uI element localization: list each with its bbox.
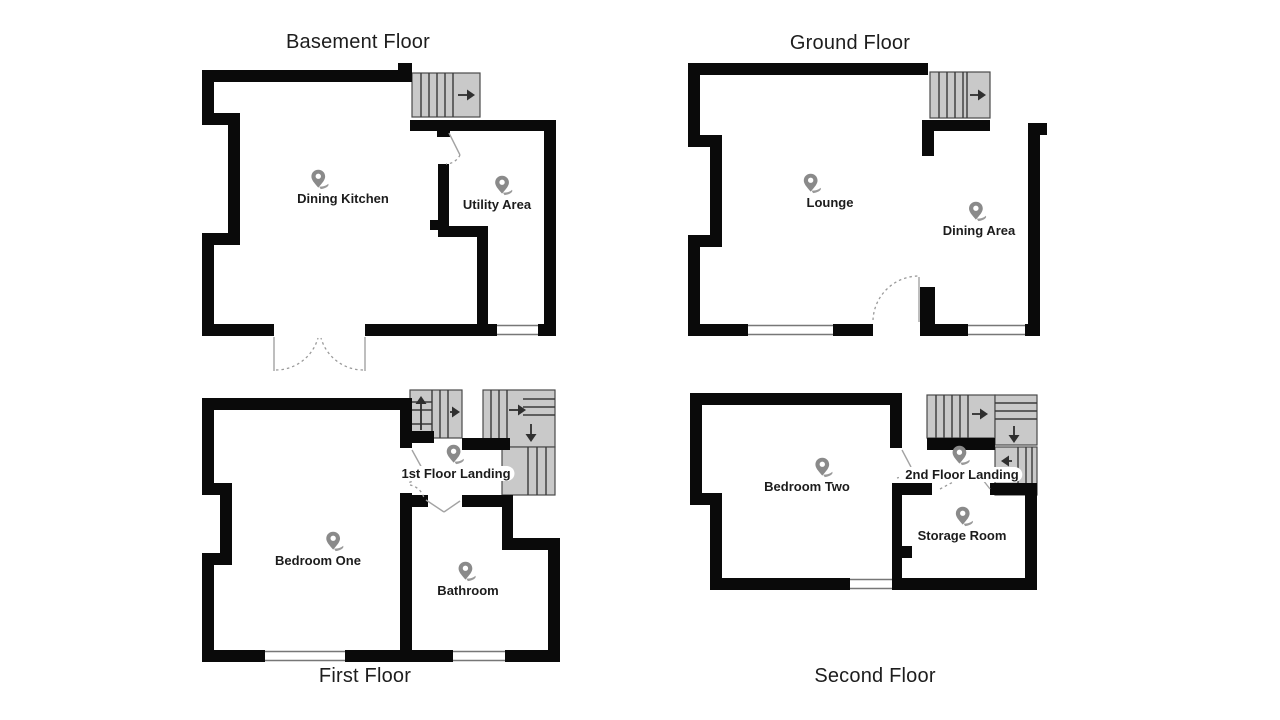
room-label-bedroom-two: Bedroom Two bbox=[764, 457, 850, 494]
ground-stairs bbox=[929, 71, 991, 119]
stair-direction-arrow-icon bbox=[970, 89, 986, 101]
location-pin-icon bbox=[969, 201, 987, 222]
room-name: 1st Floor Landing bbox=[397, 466, 515, 481]
floor-title-second: Second Floor bbox=[814, 665, 936, 687]
first-floor-windows bbox=[265, 650, 505, 662]
stair-direction-arrow-icon bbox=[972, 408, 988, 420]
ground-windows bbox=[748, 324, 1025, 336]
basement-floor-plan bbox=[202, 63, 556, 371]
stair-direction-arrow-icon bbox=[1008, 426, 1020, 443]
location-pin-icon bbox=[815, 457, 833, 478]
basement-stairs bbox=[411, 72, 481, 118]
room-name: Bedroom Two bbox=[764, 479, 850, 494]
room-name: 2nd Floor Landing bbox=[901, 467, 1023, 482]
first-floor-stairs bbox=[409, 389, 556, 496]
ground-walls bbox=[688, 63, 1047, 336]
basement-doors bbox=[273, 132, 461, 371]
ground-doors bbox=[872, 275, 920, 322]
second-floor-walls bbox=[690, 393, 1037, 590]
location-pin-icon bbox=[311, 169, 329, 190]
first-floor-walls bbox=[202, 398, 560, 662]
second-floor-window bbox=[850, 578, 892, 590]
room-label-utility-area: Utility Area bbox=[463, 175, 531, 212]
room-label-bedroom-one: Bedroom One bbox=[275, 531, 361, 568]
location-pin-icon bbox=[458, 561, 476, 582]
location-pin-icon bbox=[952, 445, 970, 466]
basement-walls bbox=[202, 63, 556, 336]
room-name: Lounge bbox=[806, 195, 854, 210]
location-pin-icon bbox=[326, 531, 344, 552]
room-name: Bathroom bbox=[437, 583, 499, 598]
room-label-second-floor-landing: 2nd Floor Landing bbox=[901, 445, 1023, 482]
room-name: Dining Area bbox=[942, 223, 1016, 238]
first-floor-plan bbox=[202, 389, 560, 662]
location-pin-icon bbox=[804, 173, 822, 194]
room-label-first-floor-landing: 1st Floor Landing bbox=[397, 444, 515, 481]
basement-window bbox=[497, 324, 538, 336]
room-label-dining-area: Dining Area bbox=[943, 201, 1015, 238]
location-pin-icon bbox=[956, 506, 974, 527]
room-label-dining-kitchen: Dining Kitchen bbox=[297, 169, 389, 206]
room-name: Utility Area bbox=[462, 197, 532, 212]
stair-direction-arrow-icon bbox=[509, 404, 526, 416]
stair-direction-arrow-icon bbox=[415, 396, 427, 430]
second-floor-plan bbox=[690, 393, 1038, 590]
floor-title-basement: Basement Floor bbox=[286, 31, 430, 53]
room-label-storage-room: Storage Room bbox=[917, 506, 1007, 543]
room-label-lounge: Lounge bbox=[804, 173, 854, 210]
room-label-bathroom: Bathroom bbox=[437, 561, 499, 598]
stair-direction-arrow-icon bbox=[1001, 455, 1012, 467]
floor-title-first: First Floor bbox=[318, 665, 412, 687]
ground-floor-plan bbox=[688, 63, 1047, 336]
stair-direction-arrow-icon bbox=[458, 89, 475, 101]
stair-direction-arrow-icon bbox=[525, 424, 537, 442]
location-pin-icon bbox=[495, 175, 513, 196]
room-name: Bedroom One bbox=[275, 553, 361, 568]
location-pin-icon bbox=[446, 444, 464, 465]
room-name: Storage Room bbox=[917, 528, 1007, 543]
stair-direction-arrow-icon bbox=[450, 406, 460, 418]
floor-title-ground: Ground Floor bbox=[789, 32, 911, 54]
room-name: Dining Kitchen bbox=[297, 191, 389, 206]
